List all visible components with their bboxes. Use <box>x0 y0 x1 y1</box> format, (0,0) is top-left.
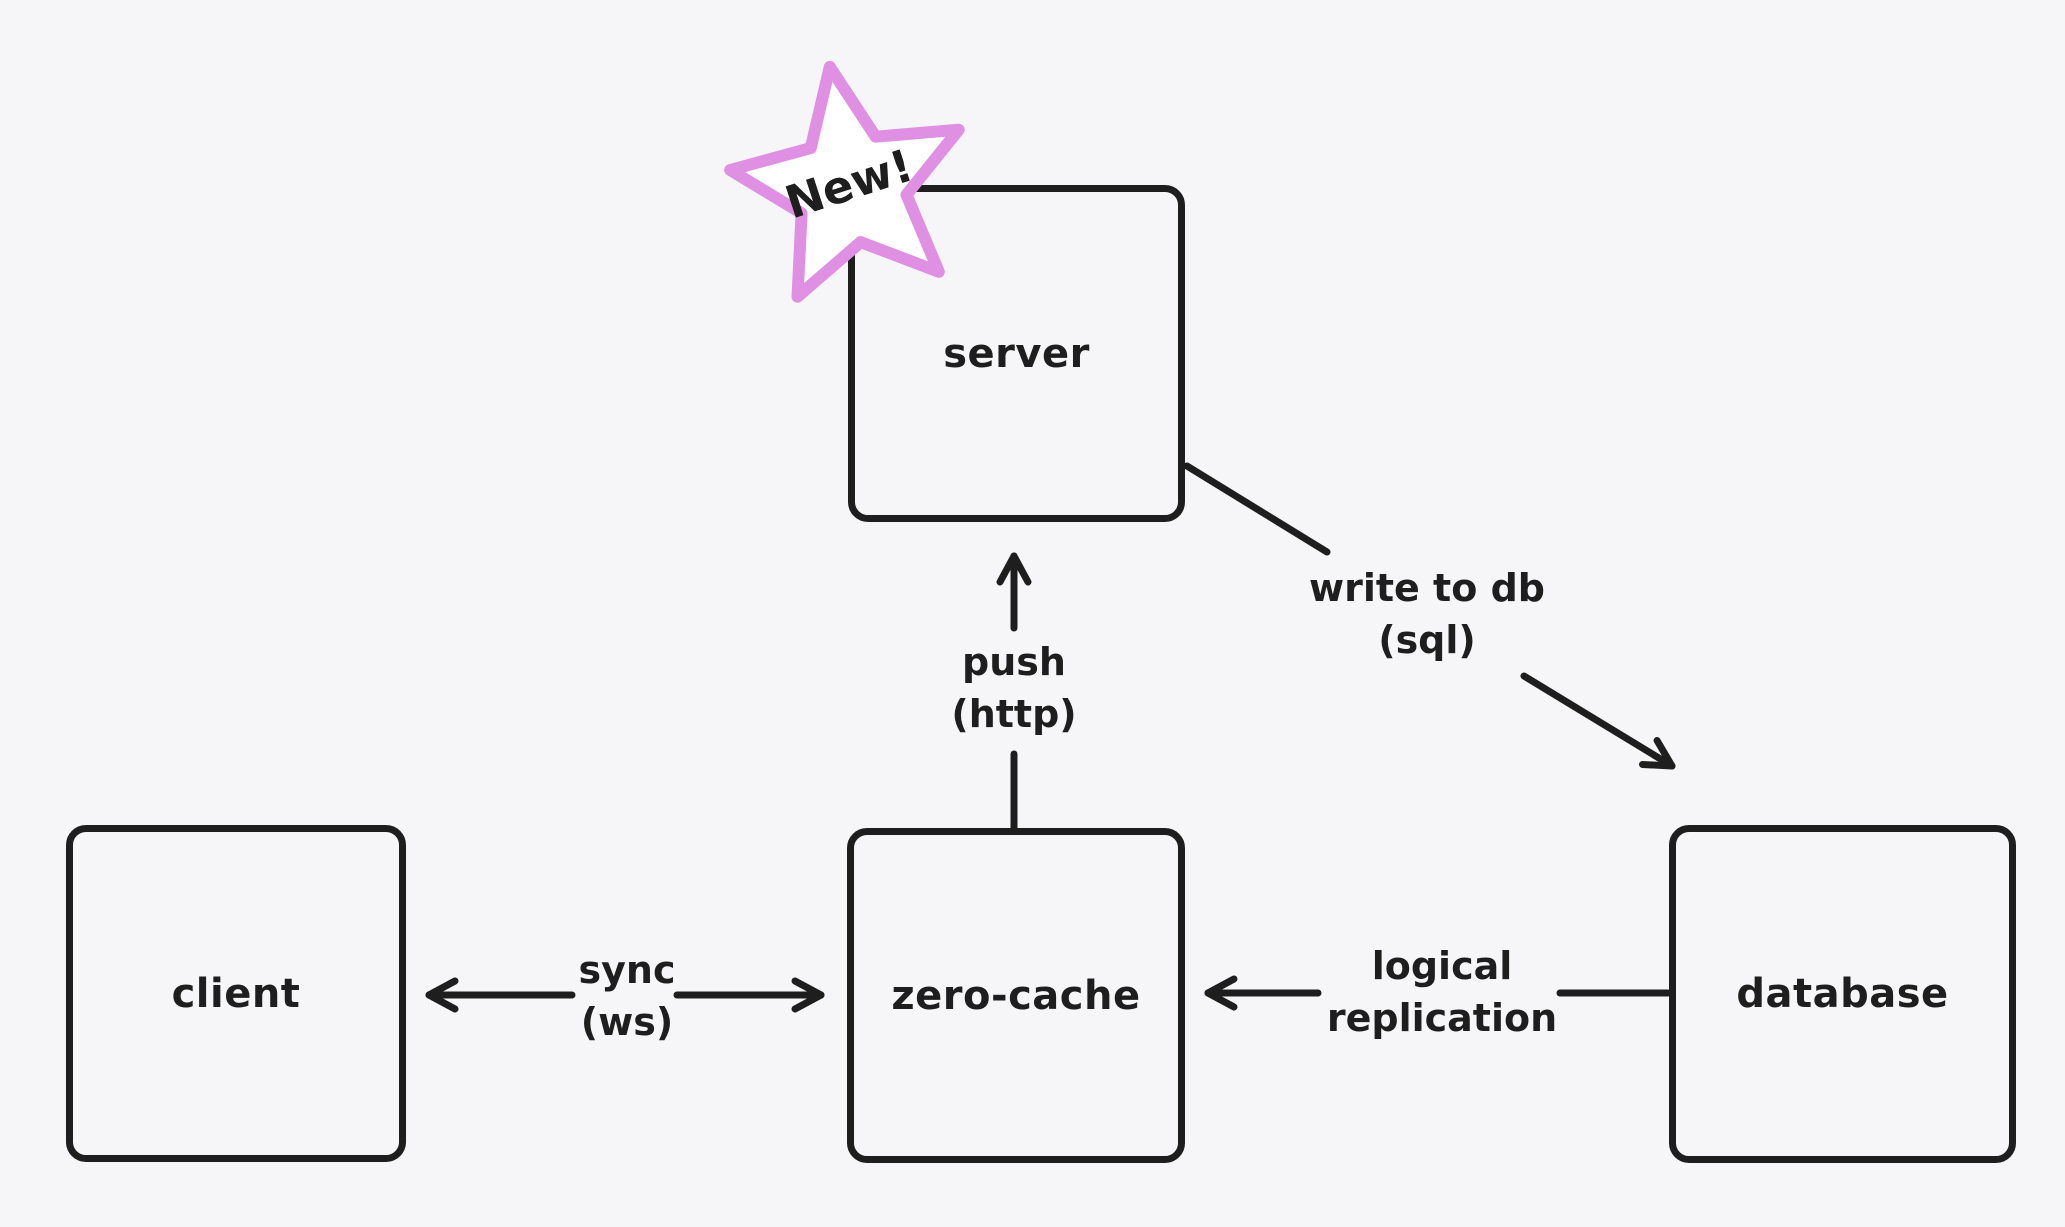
edge-write-label: write to db (sql) <box>1309 562 1545 666</box>
node-server-label: server <box>943 330 1090 377</box>
node-database-label: database <box>1736 971 1949 1017</box>
edge-write-label-line1: write to db <box>1309 566 1545 610</box>
edge-push-label-line2: (http) <box>951 692 1077 736</box>
node-server: server <box>848 185 1185 522</box>
edge-sync-label-line1: sync <box>578 948 676 992</box>
node-client: client <box>66 825 406 1162</box>
edge-push-label: push (http) <box>951 636 1076 740</box>
edge-replication-label: logical replication <box>1327 940 1557 1044</box>
edge-replication-label-line2: replication <box>1326 996 1558 1040</box>
edge-sync-label-line2: (ws) <box>580 1000 674 1044</box>
edge-write-line <box>1183 462 1331 556</box>
edge-write-arrow <box>1520 672 1676 770</box>
node-zero-cache: zero-cache <box>847 828 1185 1163</box>
node-client-label: client <box>171 970 301 1017</box>
edge-push-label-line1: push <box>962 640 1066 684</box>
edge-write-label-line2: (sql) <box>1378 618 1476 662</box>
edge-sync-label: sync (ws) <box>579 944 676 1048</box>
node-zero-cache-label: zero-cache <box>891 972 1141 1019</box>
node-database: database <box>1669 825 2016 1163</box>
edge-replication-label-line1: logical <box>1371 944 1513 988</box>
